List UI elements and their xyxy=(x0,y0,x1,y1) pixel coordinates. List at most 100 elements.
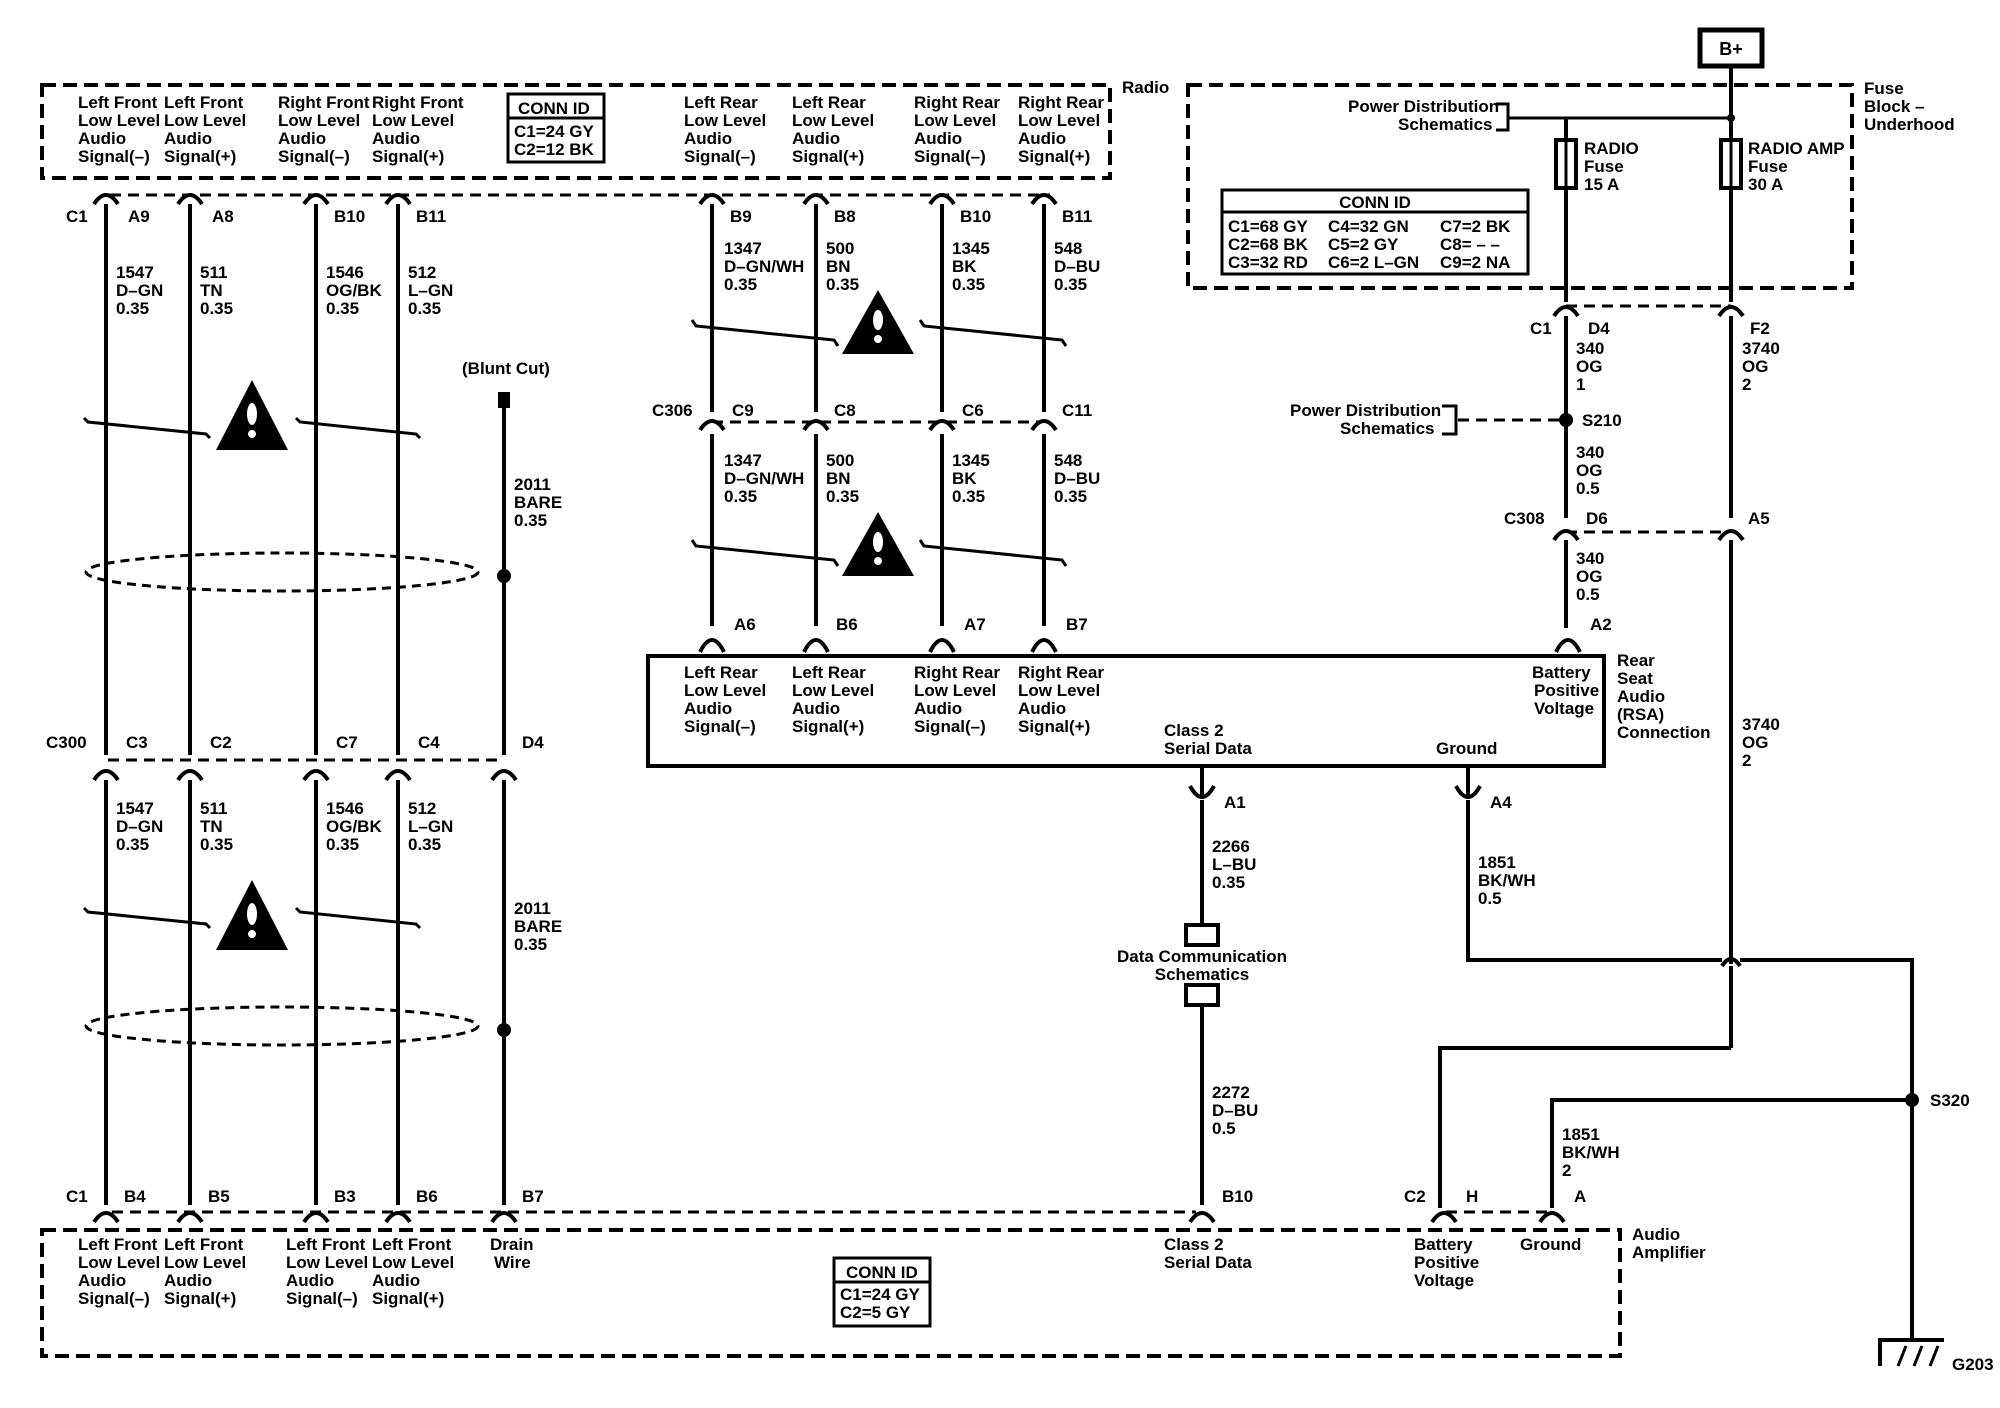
svg-text:B11: B11 xyxy=(416,207,446,226)
svg-text:Class 2: Class 2 xyxy=(1164,1235,1224,1254)
svg-text:C6=2 L–GN: C6=2 L–GN xyxy=(1328,253,1419,272)
radio-conn-id-c2: C2=12 BK xyxy=(514,140,595,159)
radio-pin-b9 xyxy=(698,193,726,206)
rear-twisted-pair-lower xyxy=(690,512,1068,576)
svg-text:Audio: Audio xyxy=(78,129,126,148)
splice-s320: S320 xyxy=(1930,1091,1970,1110)
radio-fuse-label: RADIO xyxy=(1584,139,1639,158)
svg-text:A5: A5 xyxy=(1748,509,1770,528)
svg-text:D4: D4 xyxy=(1588,319,1610,338)
svg-text:Right Front: Right Front xyxy=(278,93,370,112)
svg-text:0.5: 0.5 xyxy=(1212,1119,1236,1138)
svg-text:Left Front: Left Front xyxy=(164,1235,244,1254)
svg-text:A7: A7 xyxy=(964,615,986,634)
svg-text:F2: F2 xyxy=(1750,319,1770,338)
svg-text:Low Level: Low Level xyxy=(792,111,874,130)
svg-text:Low Level: Low Level xyxy=(372,1253,454,1272)
svg-text:OG/BK: OG/BK xyxy=(326,281,382,300)
svg-text:D–GN: D–GN xyxy=(116,817,163,836)
svg-text:2: 2 xyxy=(1742,375,1751,394)
svg-text:Left Rear: Left Rear xyxy=(792,663,866,682)
rsa-label-2: Seat xyxy=(1617,669,1653,688)
svg-text:Left Front: Left Front xyxy=(164,93,244,112)
svg-text:500: 500 xyxy=(826,239,854,258)
fuse-block-label-1: Fuse xyxy=(1864,79,1904,98)
svg-text:Audio: Audio xyxy=(792,699,840,718)
svg-text:Class 2: Class 2 xyxy=(1164,721,1224,740)
svg-text:3740: 3740 xyxy=(1742,339,1780,358)
svg-text:Low Level: Low Level xyxy=(792,681,874,700)
radio-conn-id-title: CONN ID xyxy=(518,99,590,118)
svg-text:Low Level: Low Level xyxy=(78,1253,160,1272)
amp-conn-id-c1: C1=24 GY xyxy=(840,1285,921,1304)
amp-conn-id-title: CONN ID xyxy=(846,1263,918,1282)
svg-text:TN: TN xyxy=(200,817,223,836)
svg-text:C4: C4 xyxy=(418,733,440,752)
radio-connector-c1: C1 xyxy=(66,207,88,226)
svg-text:BK: BK xyxy=(952,257,977,276)
svg-text:B6: B6 xyxy=(836,615,858,634)
svg-text:B4: B4 xyxy=(124,1187,146,1206)
svg-text:Right Rear: Right Rear xyxy=(1018,93,1104,112)
svg-text:0.35: 0.35 xyxy=(116,835,149,854)
svg-text:A1: A1 xyxy=(1224,793,1246,812)
svg-text:Signal(+): Signal(+) xyxy=(792,717,864,736)
svg-text:0.35: 0.35 xyxy=(1212,873,1245,892)
fuse-block-label-2: Block – xyxy=(1864,97,1924,116)
svg-text:OG: OG xyxy=(1576,357,1602,376)
warning-icon xyxy=(216,380,288,450)
svg-text:0.35: 0.35 xyxy=(724,275,757,294)
svg-text:TN: TN xyxy=(200,281,223,300)
svg-text:Low Level: Low Level xyxy=(372,111,454,130)
warning-icon xyxy=(842,512,914,576)
svg-text:1546: 1546 xyxy=(326,263,364,282)
svg-text:Positive: Positive xyxy=(1534,681,1599,700)
svg-text:Voltage: Voltage xyxy=(1414,1271,1474,1290)
svg-text:Low Level: Low Level xyxy=(684,681,766,700)
svg-text:Audio: Audio xyxy=(1018,129,1066,148)
rsa-label-1: Rear xyxy=(1617,651,1655,670)
svg-text:Audio: Audio xyxy=(278,129,326,148)
svg-text:0.35: 0.35 xyxy=(326,299,359,318)
svg-text:2: 2 xyxy=(1562,1161,1571,1180)
svg-text:Wire: Wire xyxy=(494,1253,531,1272)
svg-text:A2: A2 xyxy=(1590,615,1612,634)
rsa-connection-component: Rear Seat Audio (RSA) Connection xyxy=(646,651,1711,768)
svg-text:0.35: 0.35 xyxy=(408,299,441,318)
svg-text:511: 511 xyxy=(200,799,227,818)
svg-text:C8= – –: C8= – – xyxy=(1440,235,1500,254)
svg-text:0.35: 0.35 xyxy=(514,511,547,530)
radio-pin-b8 xyxy=(802,193,830,206)
svg-text:Signal(–): Signal(–) xyxy=(286,1289,358,1308)
svg-text:Low Level: Low Level xyxy=(286,1253,368,1272)
svg-text:0.35: 0.35 xyxy=(200,835,233,854)
amp-c2-connector: C2 H A xyxy=(1404,1187,1586,1224)
svg-text:B10: B10 xyxy=(960,207,991,226)
svg-text:Audio: Audio xyxy=(372,129,420,148)
svg-text:1547: 1547 xyxy=(116,263,154,282)
svg-text:C11: C11 xyxy=(1062,401,1092,420)
svg-text:0.35: 0.35 xyxy=(826,487,859,506)
c300-connector: C300 C3 C2 C7 C4 D4 xyxy=(46,733,544,782)
svg-text:Signal(+): Signal(+) xyxy=(372,1289,444,1308)
svg-text:Left Rear: Left Rear xyxy=(792,93,866,112)
radio-conn-id-box: CONN ID C1=24 GY C2=12 BK xyxy=(506,92,606,164)
svg-text:Low Level: Low Level xyxy=(914,681,996,700)
svg-text:Left Front: Left Front xyxy=(78,1235,158,1254)
left-wire-verticals xyxy=(104,204,510,1205)
svg-text:Signal(+): Signal(+) xyxy=(1018,147,1090,166)
b-plus-terminal: B+ xyxy=(1697,27,1765,85)
svg-text:B8: B8 xyxy=(834,207,856,226)
power-distribution-ref-mid: Power Distribution xyxy=(1290,401,1441,420)
fuse-block-component: Fuse Block – Underhood xyxy=(1186,79,1955,290)
